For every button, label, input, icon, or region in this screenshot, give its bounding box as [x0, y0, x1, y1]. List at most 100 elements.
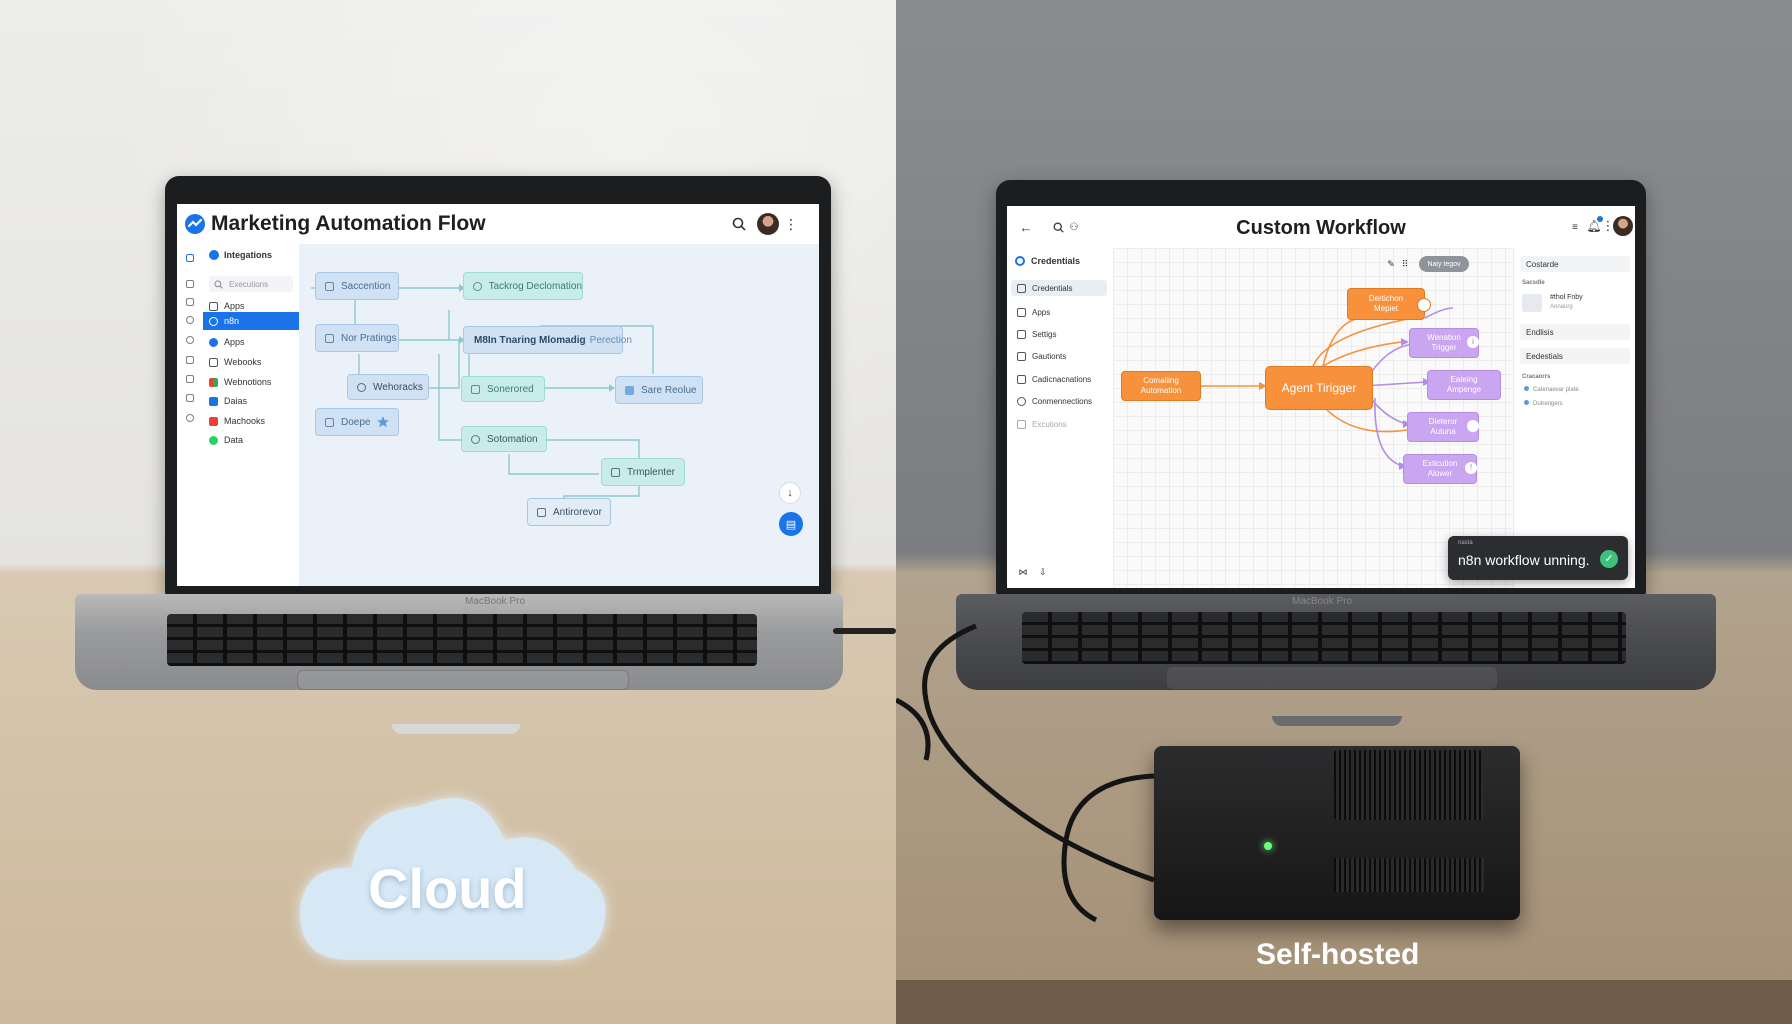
laptop-brand: MacBook Pro [1292, 596, 1353, 607]
avatar[interactable] [757, 213, 779, 235]
search-icon [214, 279, 223, 289]
n8n-icon [209, 316, 218, 326]
sidebar-item-credentials[interactable]: Credentials [1011, 280, 1107, 296]
sidebar-item-apps[interactable]: Apps [209, 298, 297, 314]
node-badge-icon[interactable]: ! [1465, 462, 1477, 474]
panel-top-field[interactable]: Costarde [1520, 256, 1630, 272]
cloud-scene: Marketing Automation Flow ⋮ [0, 0, 896, 1024]
lock-icon[interactable] [186, 298, 194, 306]
chat-icon[interactable]: ▤ [779, 512, 803, 536]
sidebar-item-executions[interactable]: Excutions [1017, 416, 1107, 432]
sidebar-item-machooks[interactable]: Machooks [209, 413, 297, 429]
clock-icon [357, 382, 366, 392]
panel-list-item-2[interactable]: Dutrengers [1524, 400, 1563, 407]
sidebar-header: Integations [209, 250, 272, 260]
node-dertichon-mepiet[interactable]: Dertichon Mepiet [1347, 288, 1425, 320]
laptop-notch [1272, 716, 1402, 726]
node-comaliing-automation[interactable]: Comaliing Automation [1121, 371, 1201, 401]
home-icon[interactable] [186, 254, 194, 262]
credentials-icon [1015, 256, 1025, 266]
sidebar-header: Credentials [1015, 256, 1080, 266]
sidebar-item-daias[interactable]: Daias [209, 393, 297, 409]
upload-icon[interactable]: ⇩ [1039, 566, 1047, 577]
users-icon[interactable]: ⚇ [1069, 221, 1079, 233]
sidebar-item-cadicnacnations[interactable]: Cadicnacnations [1017, 371, 1107, 387]
grid-icon[interactable]: ⠿ [1401, 258, 1409, 269]
whatsapp-icon [209, 435, 218, 445]
collapse-icon[interactable]: ⋈ [1018, 566, 1028, 577]
sidebar-item-webhooks[interactable]: Webooks [209, 354, 297, 370]
image-icon [325, 333, 334, 343]
users-icon[interactable] [186, 280, 194, 288]
doc-icon[interactable] [186, 394, 194, 402]
selfhosted-workflow-canvas[interactable]: ✎ ⠿ Naiy tegov [1113, 248, 1513, 588]
cloud-shape [299, 798, 606, 961]
search-icon[interactable] [1051, 220, 1065, 234]
pencil-icon[interactable]: ✎ [1387, 258, 1395, 269]
selfhosted-laptop-base: MacBook Pro [956, 594, 1716, 690]
sidebar-item-webnotions[interactable]: Webnotions [209, 374, 297, 390]
search-icon[interactable] [731, 216, 747, 232]
sidebar-item-apps[interactable]: Apps [1017, 304, 1107, 320]
n8n-logo-icon [185, 214, 205, 234]
sidebar-item-connections[interactable]: Conmennections [1017, 393, 1107, 409]
node-antirorevor[interactable]: Antirorevor [527, 498, 611, 526]
list-icon[interactable]: ≡ [1572, 221, 1578, 233]
database-icon [209, 396, 218, 406]
panel-row-endlisis[interactable]: Endlisis [1520, 324, 1630, 340]
trackpad [1166, 666, 1498, 690]
node-eateing-ampenge[interactable]: Eateing Ampenge [1427, 370, 1501, 400]
node-sotomation[interactable]: Sotomation [461, 426, 547, 452]
node-tackrog-declomation[interactable]: Tackrog Declomation [463, 272, 583, 300]
sidebar-item-apps-2[interactable]: Apps [209, 334, 297, 350]
grid-icon[interactable] [186, 375, 194, 383]
cloud-icon [1017, 396, 1026, 406]
more-vert-icon[interactable]: ⋮ [1601, 218, 1615, 233]
node-trmplenter[interactable]: Trmplenter [601, 458, 685, 486]
chat-icon[interactable] [186, 336, 194, 344]
node-info-icon[interactable]: i [1467, 336, 1479, 348]
bell-icon[interactable]: 🔔︎ [1586, 219, 1602, 233]
sidebar-search[interactable]: Executions [209, 276, 293, 292]
cloud-label: Cloud [368, 857, 527, 920]
node-sare-reolue[interactable]: Sare Reolue [615, 376, 703, 404]
panel-item-card[interactable]: #thol Fnby Aonaurg [1520, 290, 1630, 318]
sidebar-item-settings[interactable]: Settigs [1017, 326, 1107, 342]
node-sonerored[interactable]: Sonerored [461, 376, 545, 402]
sidebar-item-gautionts[interactable]: Gautionts [1017, 348, 1107, 364]
sidebar-item-data[interactable]: Data [209, 432, 297, 448]
image-icon [625, 385, 634, 395]
panel-row-eedestials[interactable]: Eedestials [1520, 348, 1630, 364]
cloud-sidebar: Integations Executions Apps n8n Apps Web… [203, 244, 300, 586]
node-check-icon[interactable] [1467, 420, 1479, 432]
node-toggle-icon[interactable] [1417, 298, 1431, 312]
node-doepe[interactable]: Doepe [315, 408, 399, 436]
page-title: Custom Workflow [1236, 217, 1406, 239]
workflow-toast[interactable]: nasta n8n workflow unning. ✓ [1448, 536, 1628, 580]
sidebar-item-n8n[interactable]: n8n [203, 312, 299, 330]
node-agent-trigger[interactable]: Agent Tirigger [1265, 366, 1373, 410]
shield-icon [1017, 374, 1026, 384]
settings-icon[interactable] [186, 414, 194, 422]
cloud-workflow-canvas[interactable]: Saccention Tackrog Declomation Nor Prati… [299, 244, 819, 586]
server-led-green [1264, 842, 1272, 850]
selfhosted-right-panel: Costarde Sacsdle #thol Fnby Aonaurg Endl… [1513, 248, 1635, 588]
avatar[interactable] [1613, 216, 1633, 236]
toolbar-button[interactable]: Naiy tegov [1419, 256, 1469, 272]
back-arrow-icon[interactable]: ← [1019, 219, 1033, 235]
eye-icon[interactable] [186, 316, 194, 324]
node-saccention[interactable]: Saccention [315, 272, 399, 300]
more-vert-icon[interactable]: ⋮ [784, 215, 798, 232]
node-nor-pratings[interactable]: Nor Pratings [315, 324, 399, 352]
download-icon[interactable]: ↓ [779, 482, 801, 504]
bookmark-icon [209, 301, 218, 311]
selfhosted-app-header: ← ⚇ Custom Workflow ≡ 🔔︎ ⋮ [1007, 206, 1635, 249]
node-wehoracks[interactable]: Wehoracks [347, 374, 429, 400]
list-icon[interactable] [186, 356, 194, 364]
info-icon [473, 281, 482, 291]
node-exticution-alower[interactable]: Exticution Alower [1403, 454, 1477, 484]
panel-list-item-1[interactable]: Catenaevar plate [1524, 386, 1579, 393]
star-icon [377, 416, 390, 428]
selfhosted-sidebar: Credentials Credentials Apps Settigs Gau… [1007, 248, 1114, 588]
